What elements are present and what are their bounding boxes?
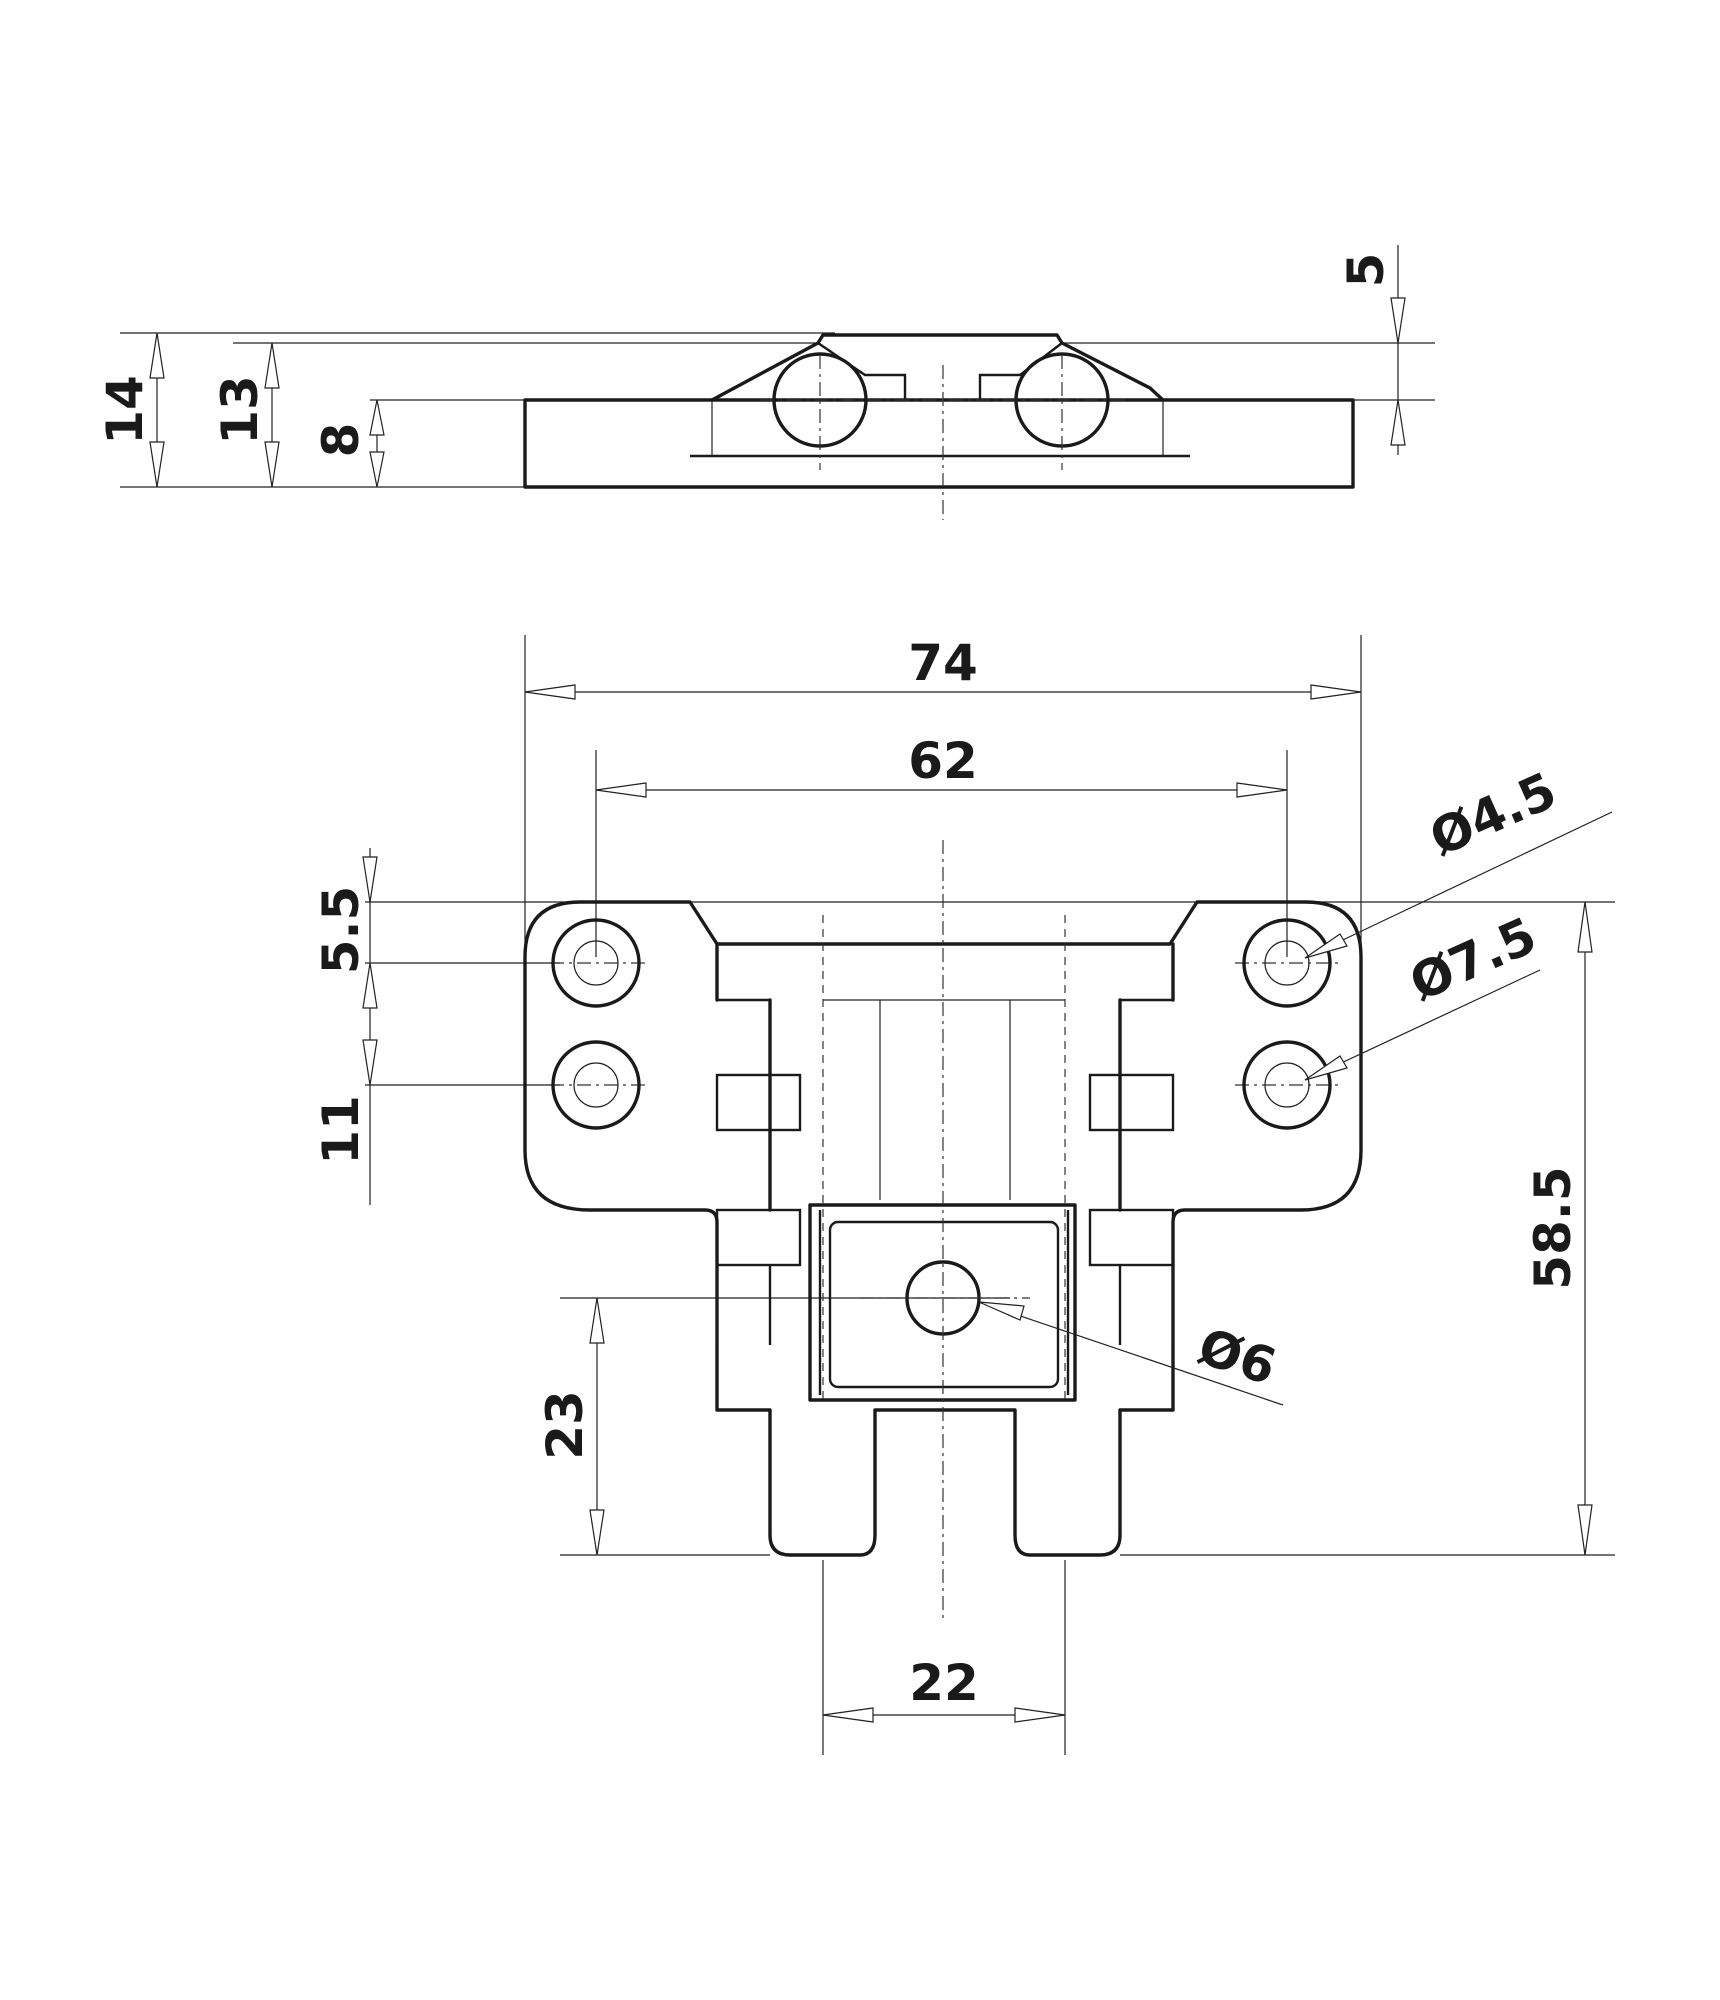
dim-top-offset: 5 [1337, 253, 1395, 288]
top-view: 74 62 5.5 11 23 58.5 22 Ø4.5 [312, 634, 1615, 1755]
left-bottom-hole [551, 1040, 641, 1130]
dim-overall-width: 74 [908, 634, 978, 692]
left-top-hole-inner [573, 940, 619, 986]
diameter-center-hole: Ø6 [1192, 1317, 1283, 1396]
dim-leg-spacing: 22 [909, 1654, 979, 1712]
diameter-outer-hole: Ø7.5 [1401, 906, 1544, 1012]
center-block-inner [828, 1220, 1060, 1389]
right-top-hole-inner [1264, 940, 1310, 986]
left-top-hole [551, 918, 641, 1008]
dim-inner-height: 13 [211, 375, 269, 445]
dim-hole-top-offset: 5.5 [312, 886, 370, 975]
right-bottom-hole-inner [1264, 1062, 1310, 1108]
mounting-plate-outline [523, 900, 1363, 1557]
dim-base-height: 8 [312, 423, 370, 458]
dim-center-hole-offset: 23 [536, 1390, 594, 1460]
dim-hole-pitch: 11 [312, 1095, 370, 1165]
dim-total-height: 14 [96, 375, 154, 445]
right-top-hole [1242, 918, 1332, 1008]
dim-overall-depth: 58.5 [1524, 1166, 1582, 1289]
right-bottom-hole [1242, 1040, 1332, 1130]
side-view: 14 13 8 5 [96, 245, 1435, 520]
dim-hole-spacing: 62 [908, 732, 978, 790]
base-plate [523, 398, 1355, 489]
left-bottom-hole-inner [573, 1062, 619, 1108]
diameter-inner-hole: Ø4.5 [1421, 761, 1564, 867]
